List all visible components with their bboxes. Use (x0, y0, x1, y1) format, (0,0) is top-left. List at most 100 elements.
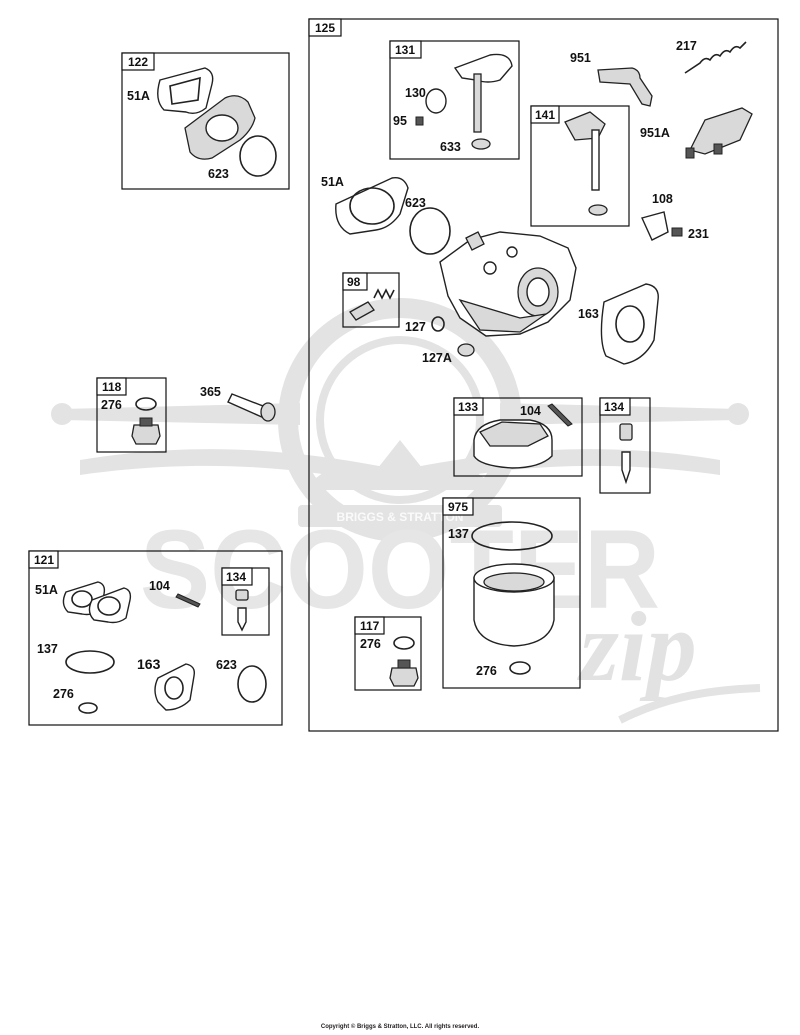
assembly-134-tag: 134 (604, 400, 624, 414)
assembly-141-tag: 141 (535, 108, 555, 122)
part-label: 633 (440, 140, 461, 154)
assembly-975-tag: 975 (448, 500, 468, 514)
assembly-117-tag-box (354, 616, 385, 635)
watermark-swoosh-icon (80, 449, 720, 488)
seal-ring-icon (135, 397, 157, 411)
assembly-118: 118 276 (96, 377, 167, 453)
throttle-lever-icon (597, 67, 653, 107)
assembly-131: 131 130 95 633 (389, 40, 520, 160)
bracket-icon (641, 211, 669, 241)
assembly-117-box (354, 616, 422, 691)
watermark-inner-ring-icon (316, 336, 484, 504)
assembly-121-tag: 121 (34, 553, 54, 567)
assembly-122-tag: 122 (128, 55, 148, 69)
assembly-98-tag: 98 (347, 275, 361, 289)
part-label: 623 (405, 196, 426, 210)
part-label: 51A (321, 175, 344, 189)
screw-icon (415, 116, 424, 126)
part-label: 276 (53, 687, 74, 701)
assembly-125-tag-box (308, 18, 342, 37)
gasket-icon (169, 76, 201, 105)
float-pin-icon (175, 593, 201, 608)
seal-ring-icon (393, 636, 415, 650)
bowl-gasket-icon (65, 650, 115, 674)
welch-plug-icon (457, 343, 475, 357)
seal-icon (588, 204, 608, 216)
float-needle-icon (621, 451, 631, 485)
bowl-nut-icon (131, 424, 161, 445)
float-pin-icon (547, 403, 573, 427)
assembly-134-tag-box (599, 397, 631, 416)
part-label: 104 (520, 404, 541, 418)
assembly-125-tag: 125 (315, 21, 335, 35)
part-label: 365 (200, 385, 221, 399)
float-bowl-icon (483, 572, 545, 592)
choke-bracket-icon (689, 107, 753, 155)
assembly-133-tag: 133 (458, 400, 478, 414)
spring-icon (684, 41, 747, 74)
part-label: 127 (405, 320, 426, 334)
assembly-975: 975 137 276 (442, 497, 581, 689)
assembly-122: 122 51A 623 (121, 52, 290, 190)
bowl-nut-icon (397, 659, 411, 669)
bracket-tab-icon (713, 143, 723, 155)
assembly-98: 98 (342, 272, 400, 328)
watermark-underline-icon (618, 684, 761, 724)
part-label: 108 (652, 192, 673, 206)
assembly-122-box (121, 52, 290, 190)
part-label: 163 (137, 656, 161, 672)
seal-ring-icon (78, 702, 98, 714)
assembly-133: 133 104 (453, 397, 583, 477)
part-label: 104 (149, 579, 170, 593)
throttle-shaft-icon (453, 53, 513, 83)
needle-seat-icon (619, 423, 633, 441)
carburetor-port-icon (483, 261, 497, 275)
part-label: 137 (37, 642, 58, 656)
idle-screw-icon (349, 301, 375, 321)
gasket-icon (97, 596, 121, 616)
part-label: 137 (448, 527, 469, 541)
assembly-125-box (308, 18, 779, 732)
part-label: 276 (101, 398, 122, 412)
assembly-121-box (28, 550, 283, 726)
o-ring-icon (431, 316, 445, 332)
gasket-icon (154, 663, 196, 711)
gasket-icon (615, 305, 645, 343)
part-label: 130 (405, 86, 426, 100)
assembly-117: 117 276 (354, 616, 422, 691)
assembly-122-tag-box (121, 52, 155, 71)
assembly-131-box (389, 40, 520, 160)
float-icon (479, 421, 549, 447)
carburetor-body (439, 231, 577, 337)
part-label: 51A (35, 583, 58, 597)
gasket-icon (157, 67, 214, 115)
part-label: 623 (216, 658, 237, 672)
gasket-icon (164, 676, 184, 700)
carburetor-throat-icon (526, 277, 550, 307)
assembly-118-tag: 118 (102, 380, 122, 394)
part-label: 623 (208, 167, 229, 181)
assembly-117-tag: 117 (360, 619, 380, 633)
assembly-118-tag-box (96, 377, 127, 396)
o-ring-icon (237, 665, 267, 703)
assembly-131-tag: 131 (395, 43, 415, 57)
needle-seat-icon (235, 589, 249, 601)
gasket-icon (349, 187, 395, 225)
spring-icon (373, 288, 395, 300)
part-label: 231 (688, 227, 709, 241)
assembly-118-box (96, 377, 167, 453)
bowl-gasket-icon (471, 521, 553, 551)
assembly-134-sub: 134 (221, 567, 270, 636)
assembly-133-tag-box (453, 397, 484, 416)
assembly-975-box (442, 497, 581, 689)
part-label: 951 (570, 51, 591, 65)
screw-icon (671, 227, 683, 237)
part-label: 95 (393, 114, 407, 128)
float-bowl-icon (473, 577, 555, 647)
assembly-98-box (342, 272, 400, 328)
watermark-brand-script-text: zip (577, 591, 697, 702)
copyright-notice: Copyright © Briggs & Stratton, LLC. All … (320, 1024, 480, 1030)
float-needle-icon (237, 607, 247, 632)
gasket-icon (600, 283, 659, 365)
